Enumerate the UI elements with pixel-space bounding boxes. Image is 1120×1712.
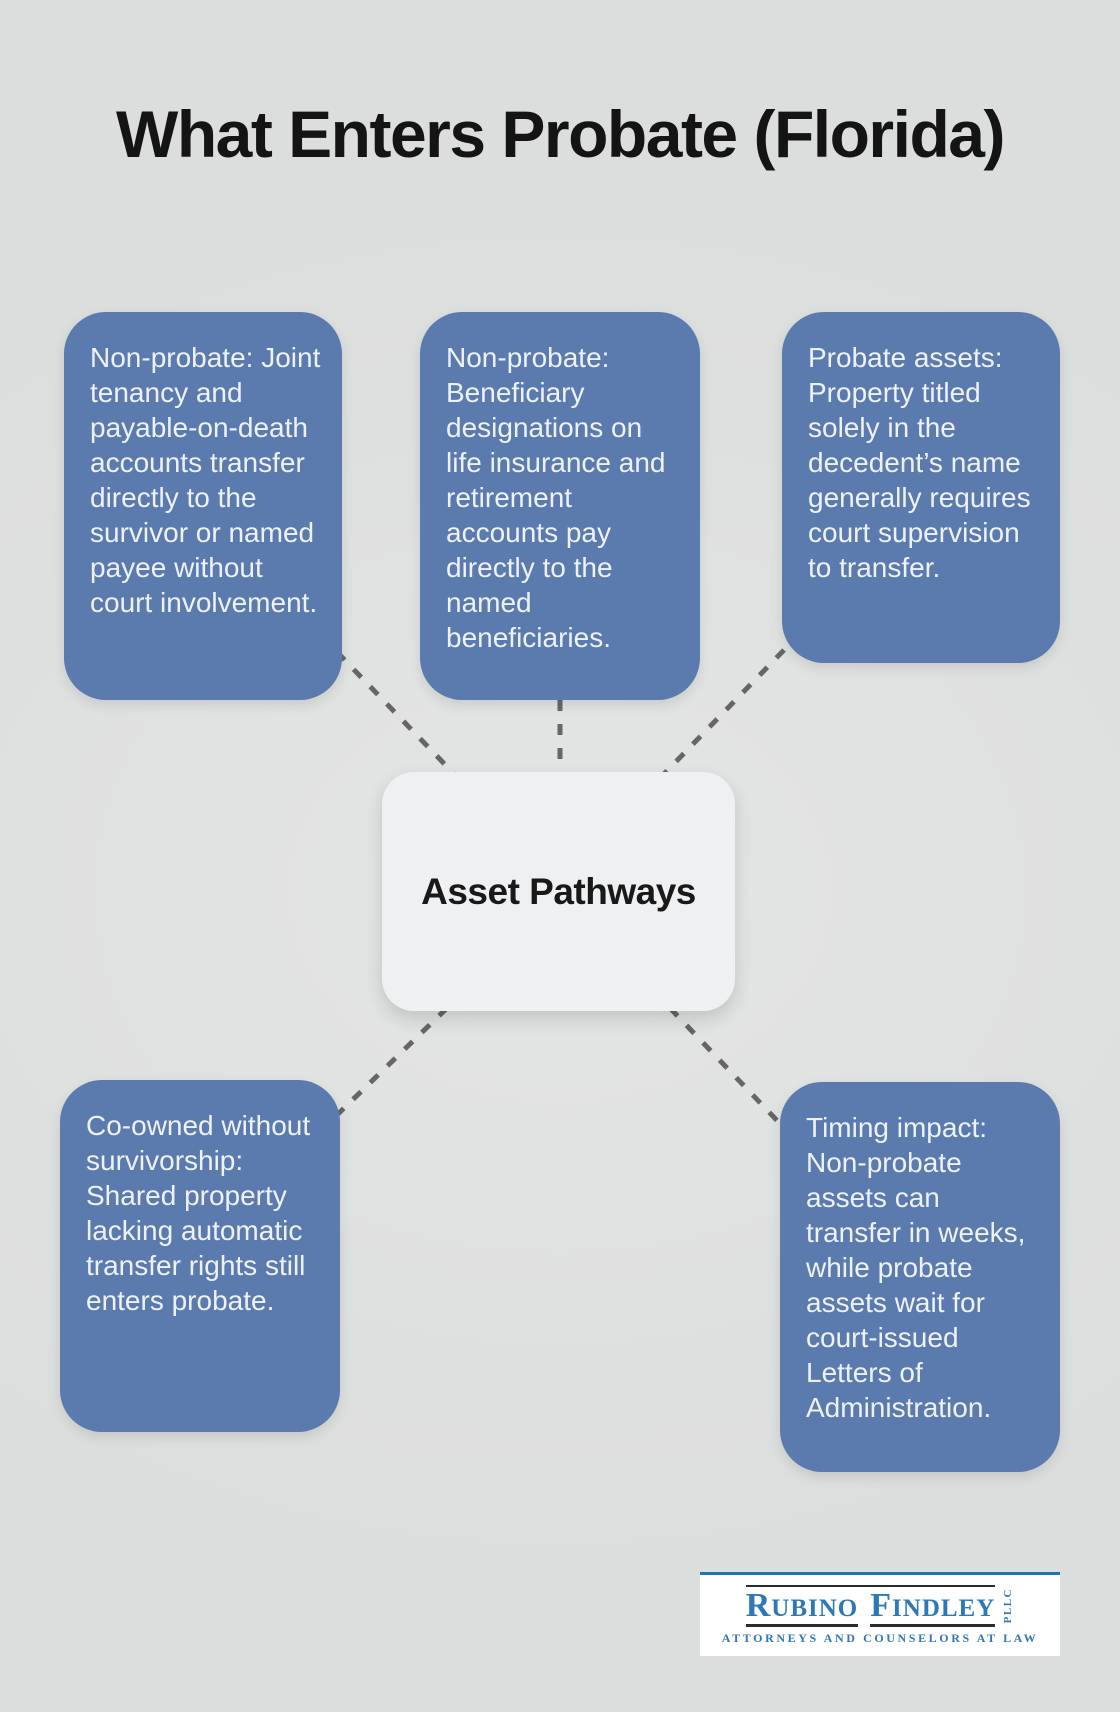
logo-rest-indley: INDLEY bbox=[892, 1594, 996, 1622]
rubino-findley-logo: RUBINO FINDLEY PLLC ATTORNEYS AND COUNSE… bbox=[700, 1572, 1060, 1656]
logo-firm-name: RUBINO FINDLEY bbox=[745, 1584, 996, 1628]
center-node-asset-pathways: Asset Pathways bbox=[382, 772, 735, 1011]
logo-rest-ubino: UBINO bbox=[771, 1594, 859, 1622]
node-text: Co-owned without survivorship: Shared pr… bbox=[86, 1110, 311, 1316]
node-non-probate-joint-tenancy: Non-probate: Joint tenancy and payable-o… bbox=[64, 312, 342, 700]
connector-bottom-left bbox=[336, 1006, 449, 1116]
node-timing-impact: Timing impact: Non-probate assets can tr… bbox=[780, 1082, 1060, 1472]
logo-initial-f: F bbox=[870, 1586, 893, 1624]
node-text: Timing impact: Non-probate assets can tr… bbox=[806, 1112, 1026, 1423]
center-node-label: Asset Pathways bbox=[421, 870, 696, 912]
node-probate-assets: Probate assets: Property titled solely i… bbox=[782, 312, 1060, 663]
logo-name-row: RUBINO FINDLEY PLLC bbox=[745, 1584, 1015, 1628]
logo-word-findley: FINDLEY bbox=[870, 1586, 996, 1628]
logo-pllc-suffix: PLLC bbox=[1002, 1588, 1015, 1624]
node-co-owned-without-survivorship: Co-owned without survivorship: Shared pr… bbox=[60, 1080, 340, 1432]
node-text: Non-probate: Beneficiary designations on… bbox=[446, 342, 666, 653]
page-title: What Enters Probate (Florida) bbox=[116, 97, 1005, 171]
logo-initial-r: R bbox=[745, 1586, 772, 1624]
logo-tagline: ATTORNEYS AND COUNSELORS AT LAW bbox=[721, 1631, 1039, 1646]
node-text: Non-probate: Joint tenancy and payable-o… bbox=[90, 342, 321, 618]
node-non-probate-beneficiary: Non-probate: Beneficiary designations on… bbox=[420, 312, 700, 700]
connector-bottom-right bbox=[668, 1006, 789, 1133]
node-text: Probate assets: Property titled solely i… bbox=[808, 342, 1031, 583]
logo-word-rubino: RUBINO bbox=[745, 1586, 859, 1628]
